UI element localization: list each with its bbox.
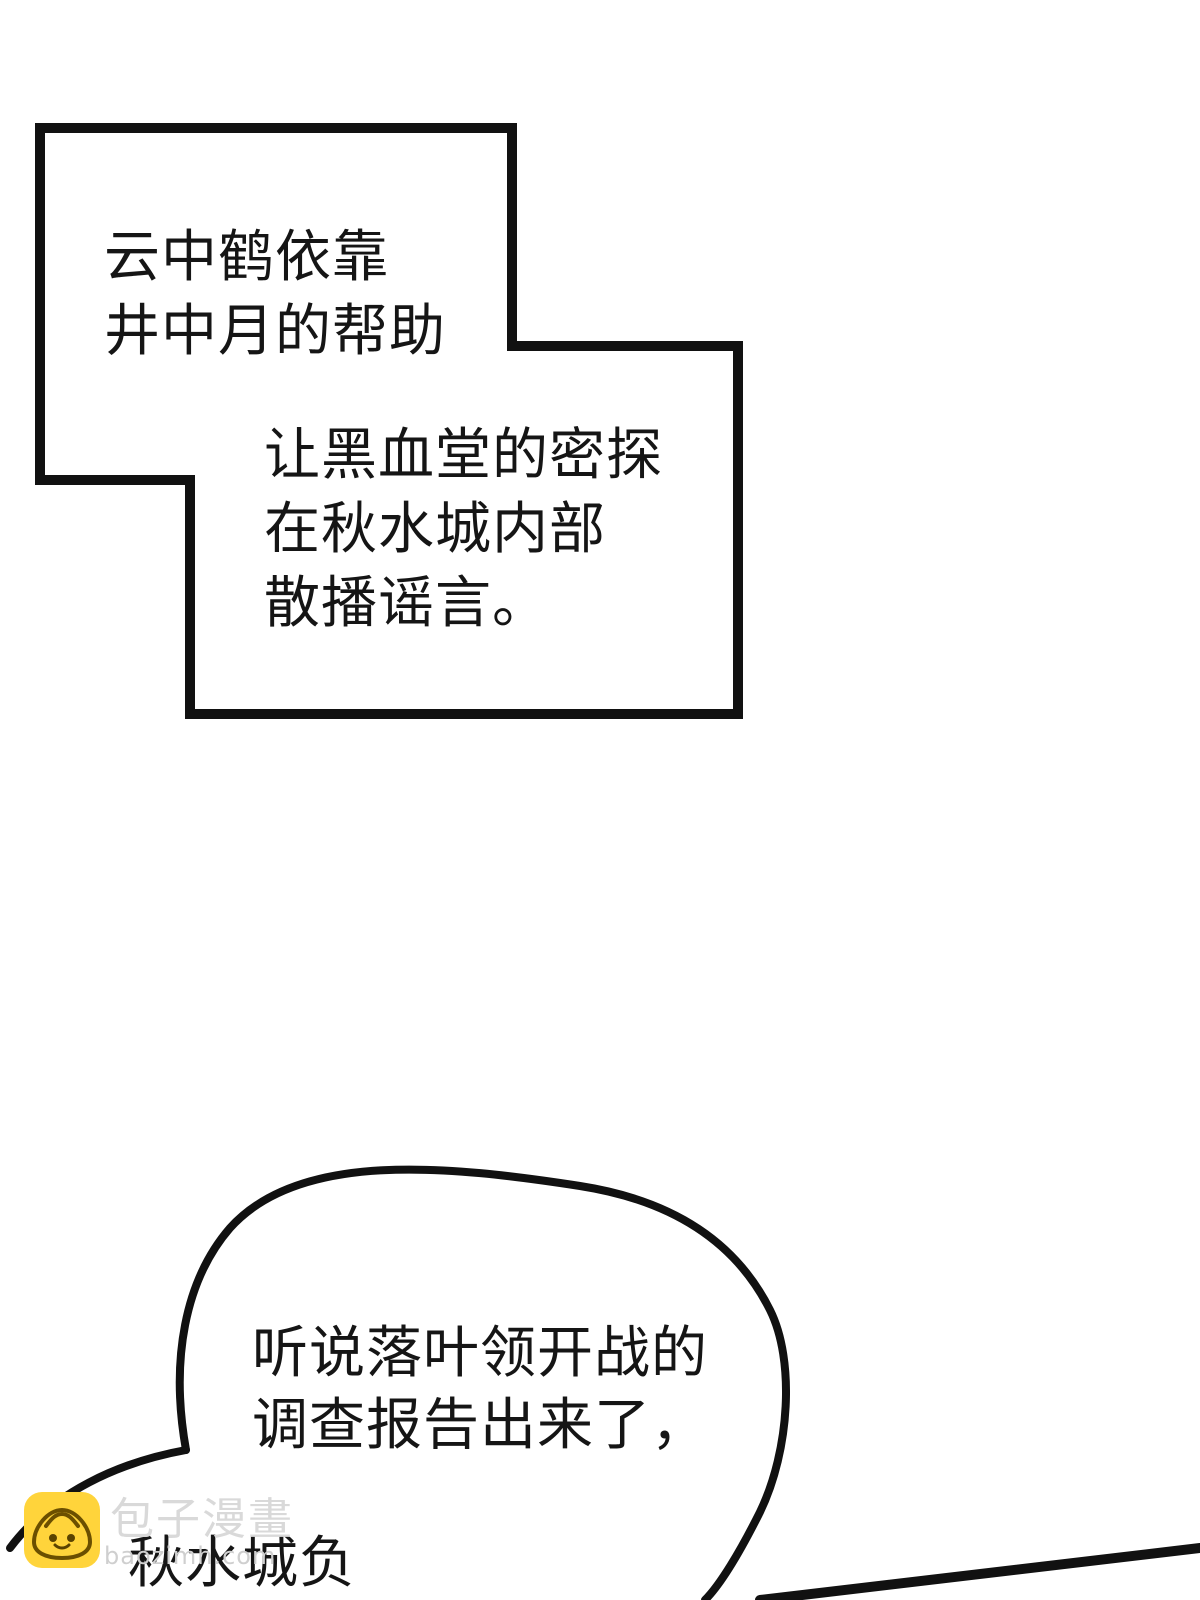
watermark-title: 包子漫畫	[110, 1494, 294, 1545]
speech-line: 听说落叶领开战的	[252, 1321, 708, 1386]
watermark-badge	[24, 1492, 100, 1568]
caption-line: 在秋水城内部	[264, 497, 606, 562]
caption-line: 井中月的帮助	[104, 299, 446, 364]
caption-line: 散播谣言。	[264, 571, 549, 636]
watermark-domain: baozimh.com	[104, 1542, 277, 1570]
caption-line: 让黑血堂的密探	[264, 423, 663, 488]
site-watermark: 包子漫畫 baozimh.com	[24, 1492, 324, 1578]
caption-box-border	[35, 123, 743, 719]
speech-line: 秋水城负	[128, 1531, 356, 1596]
speech-bubble-outline	[175, 1165, 790, 1600]
caption-line: 云中鹤依靠	[104, 225, 389, 290]
bottom-panel-edge	[755, 1543, 1200, 1600]
speech-line: 调查报告出来了，	[252, 1393, 708, 1458]
bun-mascot-icon	[31, 1507, 93, 1561]
